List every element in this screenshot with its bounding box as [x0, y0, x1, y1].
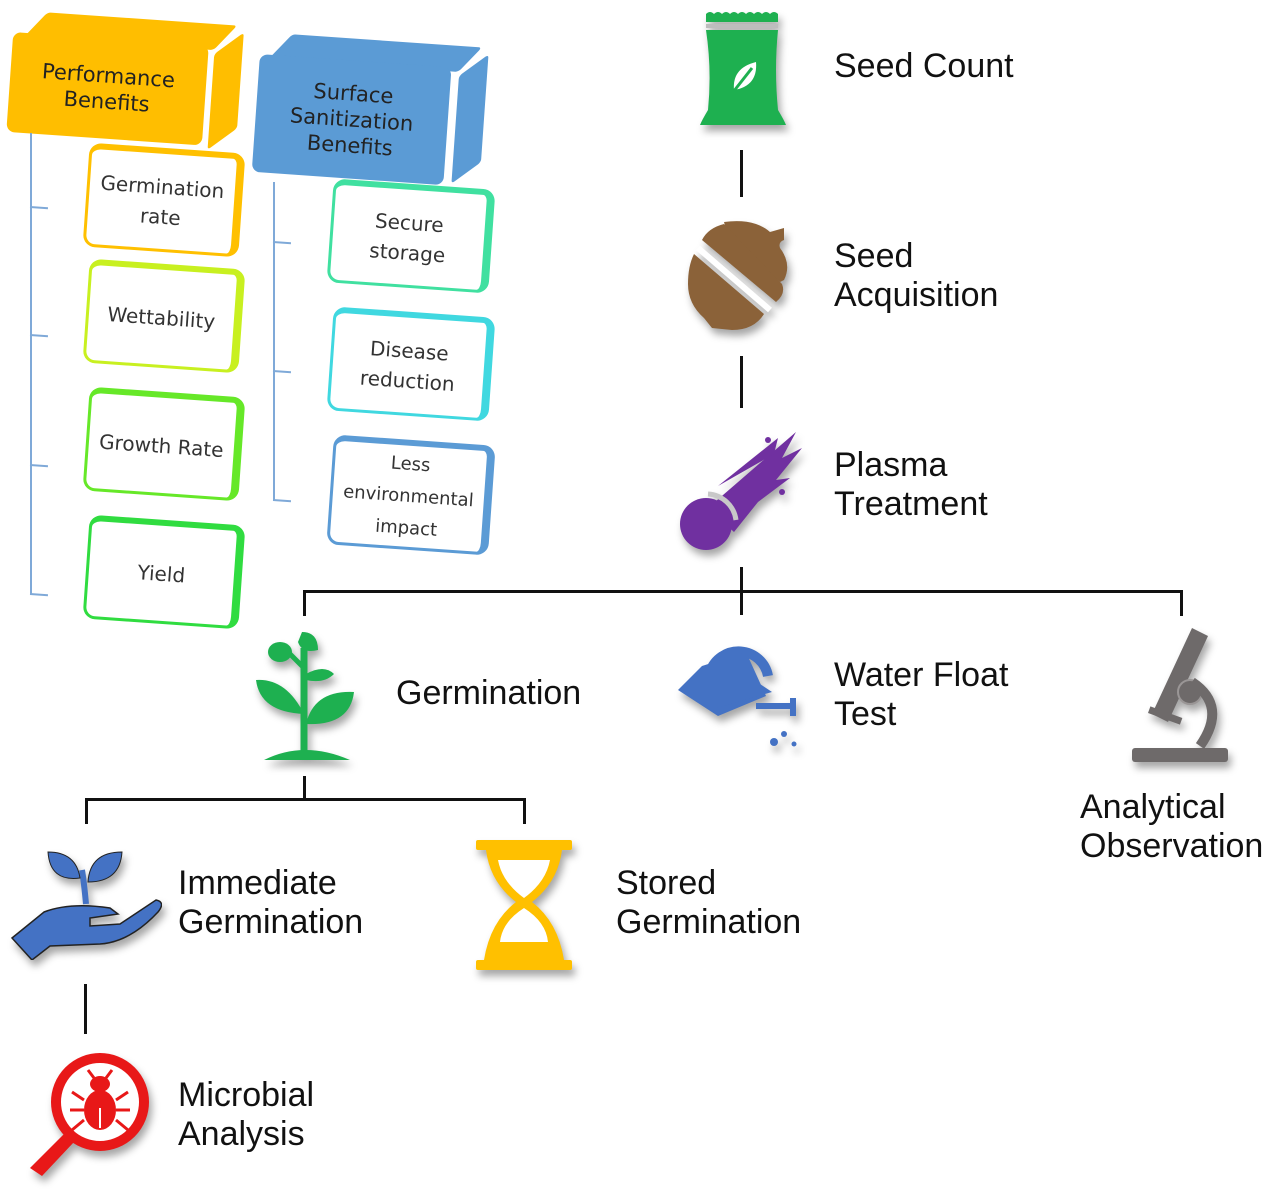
- label-immediate-germination: Immediate Germination: [178, 864, 364, 941]
- connector-to-germination: [303, 590, 306, 616]
- benefit-card-growth-rate: Growth Rate: [82, 386, 246, 502]
- performance-benefits-header: Performance Benefits: [6, 10, 247, 156]
- bracket-tick: [29, 464, 49, 468]
- label-analytical-observation: Analytical Observation: [1080, 788, 1264, 865]
- benefit-card-yield: Yield: [82, 514, 246, 630]
- label-plasma-treatment: Plasma Treatment: [834, 446, 988, 523]
- watering-can-icon: [678, 646, 797, 747]
- benefit-card-disease-reduction: Disease reduction: [326, 306, 496, 422]
- acorn-icon: [688, 221, 788, 330]
- hand-sprout-icon: [10, 851, 162, 960]
- connector-germination-split: [303, 776, 306, 800]
- benefit-card-wettability: Wettability: [82, 258, 246, 374]
- label-seed-count: Seed Count: [834, 47, 1014, 85]
- connector-seedcount-acquisition: [740, 150, 743, 197]
- benefit-card-secure-storage: Secure storage: [326, 178, 496, 294]
- label-water-float-test: Water Float Test: [834, 656, 1009, 733]
- sanitization-benefits-header: Surface Sanitization Benefits: [251, 32, 493, 198]
- bracket-tick: [272, 370, 292, 374]
- performance-benefits-title: Performance Benefits: [6, 32, 209, 146]
- connector-split-horizontal: [303, 590, 1183, 593]
- microscope-icon: [1132, 628, 1228, 762]
- label-stored-germination: Stored Germination: [616, 864, 802, 941]
- box-side: [451, 54, 489, 184]
- performance-bracket: [30, 133, 32, 595]
- benefit-card-less-environmental-impact: Less environmental impact: [326, 434, 496, 556]
- connector-to-stored: [523, 798, 526, 824]
- label-microbial-analysis: Microbial Analysis: [178, 1076, 315, 1153]
- bracket-tick: [272, 241, 292, 245]
- connector-immediate-microbial: [84, 984, 87, 1034]
- bug-magnifier-icon: [30, 1053, 149, 1176]
- sanitization-bracket: [273, 182, 275, 500]
- sanitization-benefits-title: Surface Sanitization Benefits: [251, 54, 452, 186]
- benefit-card-germination-rate: Germination rate: [82, 142, 246, 258]
- bracket-tick: [29, 206, 49, 210]
- connector-to-analytical: [1180, 590, 1183, 616]
- comet-icon: [680, 432, 802, 550]
- connector-to-immediate: [85, 798, 88, 824]
- label-seed-acquisition: Seed Acquisition: [834, 237, 999, 314]
- connector-acquisition-plasma: [740, 356, 743, 408]
- hourglass-icon: [476, 840, 572, 970]
- bracket-tick: [29, 593, 49, 597]
- box-side: [207, 32, 244, 150]
- label-germination: Germination: [396, 674, 582, 712]
- plant-icon: [256, 632, 354, 760]
- bracket-tick: [29, 334, 49, 338]
- bracket-tick: [272, 499, 292, 503]
- seed-bag-icon: [700, 12, 786, 125]
- connector-germination-horizontal: [85, 798, 526, 801]
